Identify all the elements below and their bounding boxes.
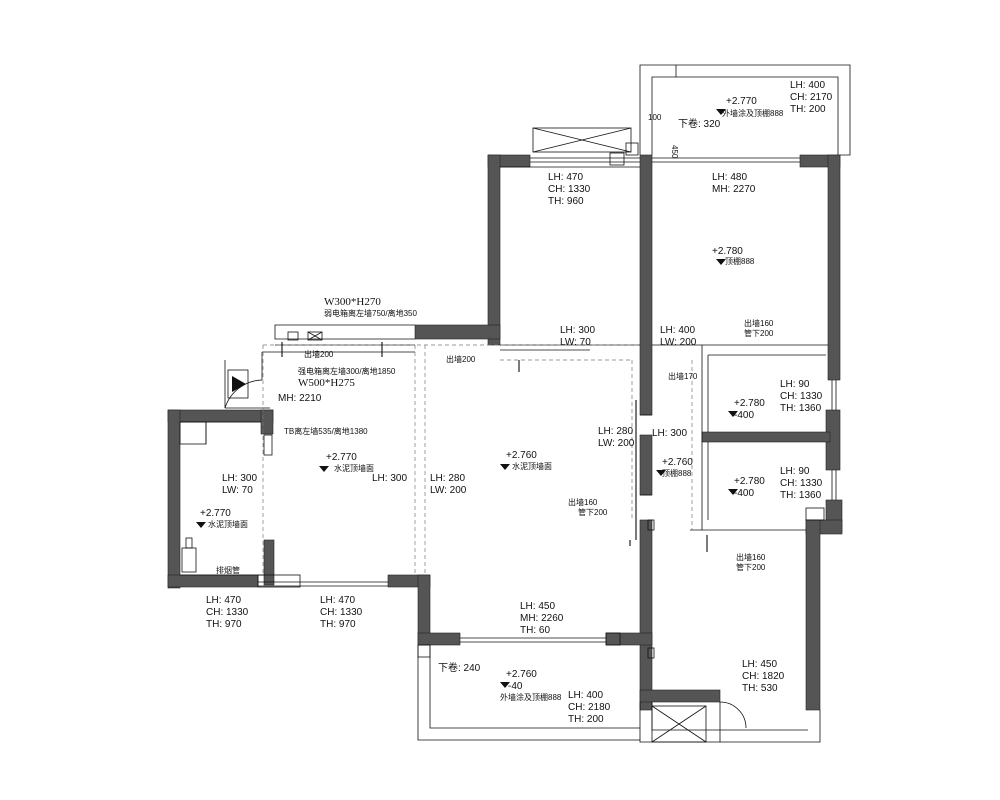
label-bath-upper-lh: LH: 90 bbox=[780, 379, 810, 390]
label-south-lh: LH: 450 bbox=[520, 601, 555, 612]
label-kitchen-note: 水泥顶墙面 bbox=[208, 519, 248, 529]
label-pipe-left-out: 出墙200 bbox=[304, 349, 334, 359]
label-dining-lh: LH: 280 bbox=[430, 473, 465, 484]
label-pipe-top-note: 弱电箱离左墙750/离地350 bbox=[324, 308, 417, 318]
label-bottom-left-th: TH: 970 bbox=[206, 619, 242, 630]
label-top-balcony-ch: CH: 2170 bbox=[790, 92, 833, 103]
label-bed-se-th: TH: 530 bbox=[742, 683, 778, 694]
label-south-th: TH: 60 bbox=[520, 625, 550, 636]
label-corridor-right-lh: LH: 400 bbox=[660, 325, 695, 336]
label-kitchen-lh: LH: 300 bbox=[222, 473, 257, 484]
label-box-low-size: W500*H275 bbox=[298, 377, 355, 389]
label-tag-450: 450 bbox=[670, 145, 679, 159]
label-living-elev: +2.770 bbox=[326, 452, 357, 463]
label-pipe-mid-out: 出墙200 bbox=[446, 354, 476, 364]
label-balcony-bottom-note: 外墙涂及顶棚888 bbox=[500, 692, 562, 702]
label-hall-out: 出墙170 bbox=[668, 371, 698, 381]
label-bottom-mid-lh: LH: 470 bbox=[320, 595, 355, 606]
label-bottom-mid-th: TH: 970 bbox=[320, 619, 356, 630]
pipes bbox=[281, 342, 708, 552]
label-room-a-ch: CH: 1330 bbox=[548, 184, 591, 195]
label-dining-note: 水泥顶墙面 bbox=[512, 461, 552, 471]
label-south-mh: MH: 2260 bbox=[520, 613, 564, 624]
label-bath-lower-ch: CH: 1330 bbox=[780, 478, 823, 489]
label-balcony-bottom-elev: +2.760 bbox=[506, 669, 537, 680]
label-hall-lh: LH: 300 bbox=[652, 428, 687, 439]
label-dining-right-pipe: 管下200 bbox=[578, 507, 608, 517]
label-bath-upper-ch: CH: 1330 bbox=[780, 391, 823, 402]
label-corridor-right-pipe: 管下200 bbox=[744, 328, 774, 338]
label-room-a-lh: LH: 470 bbox=[548, 172, 583, 183]
label-bottom-left-ch: CH: 1330 bbox=[206, 607, 249, 618]
label-tag-100: 100 bbox=[648, 113, 662, 122]
label-room-b-note: 顶棚888 bbox=[725, 256, 755, 266]
label-living-note: 水泥顶墙面 bbox=[334, 463, 374, 473]
label-room-b-elev: +2.780 bbox=[712, 246, 743, 257]
label-corridor-right-lw: LW: 200 bbox=[660, 337, 697, 348]
label-dining-right-out: 出墙160 bbox=[568, 497, 598, 507]
label-bath-lower-elev: +2.780 bbox=[734, 476, 765, 487]
label-corridor-top-lh: LH: 300 bbox=[560, 325, 595, 336]
label-bottom-mid-ch: CH: 1330 bbox=[320, 607, 363, 618]
label-kitchen-lw: LW: 70 bbox=[222, 485, 253, 496]
label-bath-lower-th: TH: 1360 bbox=[780, 490, 822, 501]
label-bath-upper-sub: -400 bbox=[734, 410, 754, 421]
label-bath-lower-sub: -400 bbox=[734, 488, 754, 499]
label-kitchen-vent: 排烟管 bbox=[216, 565, 240, 575]
label-door-mh: MH: 2210 bbox=[278, 393, 322, 404]
label-top-balcony-note: 外墙涂及顶棚888 bbox=[722, 108, 784, 118]
label-room-a-th: TH: 960 bbox=[548, 196, 584, 207]
label-bath-lower-out: 出墙160 bbox=[736, 552, 766, 562]
label-dining-lw: LW: 200 bbox=[430, 485, 467, 496]
label-balcony-bottom-ch: CH: 2180 bbox=[568, 702, 611, 713]
label-top-balcony-elev: +2.770 bbox=[726, 96, 757, 107]
label-balcony-bottom-lh: LH: 400 bbox=[568, 690, 603, 701]
label-room-b-mh: MH: 2270 bbox=[712, 184, 756, 195]
label-bed-se-lh: LH: 450 bbox=[742, 659, 777, 670]
label-balcony-bottom-th: TH: 200 bbox=[568, 714, 604, 725]
label-box-low-note: 强电箱离左墙300/离地1850 bbox=[298, 366, 396, 376]
label-room-b-lh: LH: 480 bbox=[712, 172, 747, 183]
label-bath-upper-elev: +2.780 bbox=[734, 398, 765, 409]
svg-text:CH: 2170: CH: 2170 bbox=[790, 92, 833, 103]
label-balcony-bottom-sub: -40 bbox=[508, 681, 523, 692]
label-bath-lower-pipe: 管下200 bbox=[736, 562, 766, 572]
label-pipe-top-size: W300*H270 bbox=[324, 296, 381, 308]
label-top-balcony-drop: 下卷: 320 bbox=[678, 117, 721, 130]
label-dining-right-lw: LW: 200 bbox=[598, 438, 635, 449]
label-bath-upper-th: TH: 1360 bbox=[780, 403, 822, 414]
label-hall-elev: +2.760 bbox=[662, 457, 693, 468]
label-hall-note: 顶棚888 bbox=[662, 468, 692, 478]
label-bath-lower-lh: LH: 90 bbox=[780, 466, 810, 477]
label-bottom-left-lh: LH: 470 bbox=[206, 595, 241, 606]
label-bed-se-ch: CH: 1820 bbox=[742, 671, 785, 682]
elevation-markers bbox=[196, 109, 738, 688]
label-living-lh: LH: 300 bbox=[372, 473, 407, 484]
label-corridor-top-lw: LW: 70 bbox=[560, 337, 591, 348]
walls bbox=[167, 154, 843, 711]
label-corridor-right-out: 出墙160 bbox=[744, 318, 774, 328]
svg-text:TH: 200: TH: 200 bbox=[790, 104, 826, 115]
svg-text:LH: 400: LH: 400 bbox=[790, 80, 825, 91]
label-top-balcony-th: TH: 200 bbox=[790, 104, 826, 115]
dashed-lines bbox=[262, 344, 693, 575]
labels: LH: 400 CH: 2170 TH: 200 +2.770 外墙涂及顶棚88… bbox=[200, 80, 833, 725]
label-balcony-bottom-drop: 下卷: 240 bbox=[438, 661, 481, 674]
label-dining-right-lh: LH: 280 bbox=[598, 426, 633, 437]
label-tb-note: TB离左墙535/离地1380 bbox=[284, 426, 368, 436]
label-dining-elev: +2.760 bbox=[506, 450, 537, 461]
label-kitchen-elev: +2.770 bbox=[200, 508, 231, 519]
label-top-balcony-lh: LH: 400 bbox=[790, 80, 825, 91]
